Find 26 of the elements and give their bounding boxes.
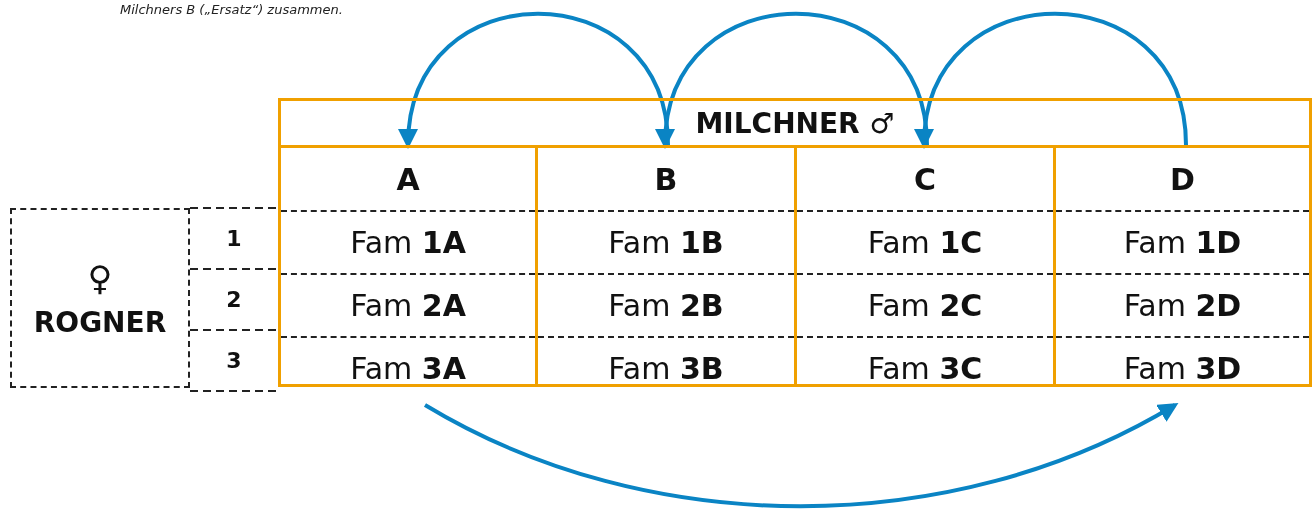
group-box	[10, 208, 190, 388]
family-label: Fam 2A	[350, 288, 466, 323]
family-label: Fam 1B	[608, 225, 724, 260]
table-frame	[278, 98, 1312, 387]
curved-arrow	[424, 403, 1179, 509]
row-number: 1	[225, 225, 243, 253]
family-label: Fam 1C	[867, 225, 983, 260]
family-label: Fam 3C	[867, 351, 983, 386]
family-label: Fam 3D	[1123, 351, 1242, 386]
family-label: Fam 3A	[350, 351, 466, 386]
family-label: Fam 2D	[1123, 288, 1242, 323]
family-label: Fam 1A	[350, 225, 466, 260]
family-label: Fam 2C	[867, 288, 983, 323]
column-letter: D	[1170, 161, 1195, 197]
note-text: Milchners B („Ersatz“) zusammen.	[120, 2, 343, 17]
column-letter: A	[396, 161, 420, 197]
family-label: Fam 3B	[608, 351, 724, 386]
group-label: ROGNER	[33, 305, 167, 339]
row-number: 3	[225, 347, 243, 375]
family-label: Fam 2B	[608, 288, 724, 323]
column-letter: B	[654, 161, 678, 197]
column-letter: C	[914, 161, 936, 197]
family-label: Fam 1D	[1123, 225, 1242, 260]
header-text: MILCHNER ♂	[695, 106, 895, 140]
row-number: 2	[225, 286, 243, 314]
female-symbol: ♀	[87, 257, 113, 298]
